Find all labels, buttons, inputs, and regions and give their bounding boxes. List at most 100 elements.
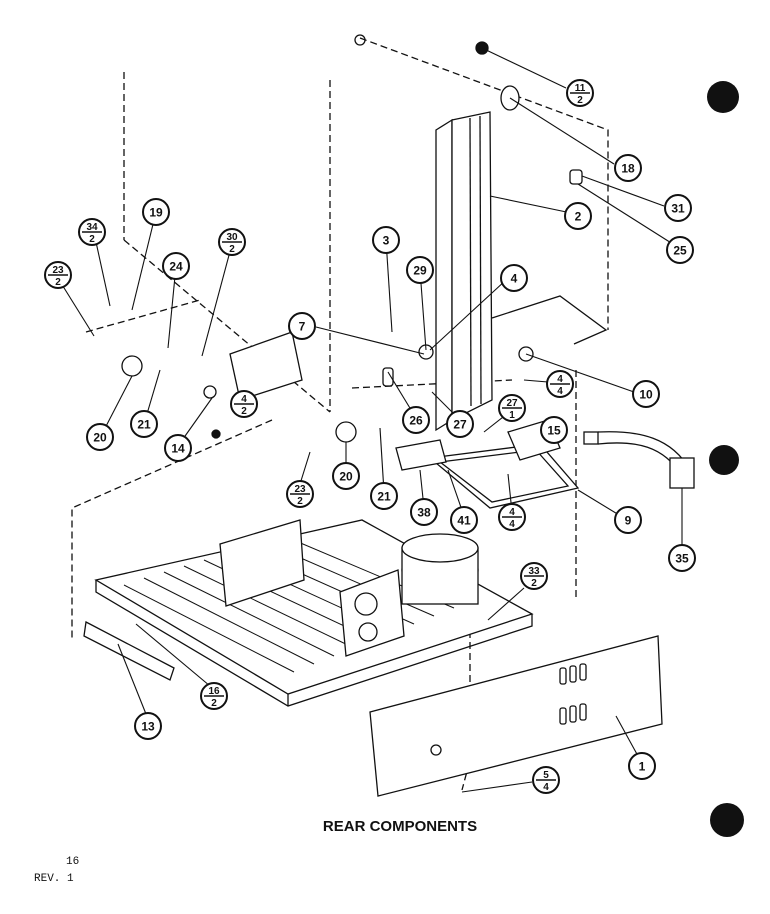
callout-23-2a: 232	[44, 261, 72, 289]
callout-top-number: 4	[557, 374, 563, 385]
callout-circle	[450, 506, 478, 534]
callout-top-number: 34	[86, 222, 98, 233]
diagram-caption: REAR COMPONENTS	[322, 818, 478, 835]
callout-top-number: 5	[543, 770, 549, 781]
callout-4-2: 42	[230, 390, 258, 418]
callout-circle	[632, 380, 660, 408]
callout-34-2: 342	[78, 218, 106, 246]
callout-number: 2	[575, 210, 582, 224]
top-cover-plate	[491, 295, 608, 345]
callout-10: 10	[632, 380, 660, 408]
callout-number: 27	[453, 418, 467, 432]
callout-circle	[614, 154, 642, 182]
page-number: 16	[66, 856, 80, 868]
power-cord	[583, 431, 695, 489]
callout-circle	[410, 498, 438, 526]
callout-number: 35	[675, 552, 689, 566]
callout-4-4a: 44	[546, 370, 574, 398]
callout-2: 2	[564, 202, 592, 230]
callout-20b: 20	[332, 462, 360, 490]
callout-bottom-number: 2	[229, 244, 235, 255]
callout-number: 20	[93, 431, 107, 445]
callout-1: 1	[628, 752, 656, 780]
callout-4: 4	[500, 264, 528, 292]
callout-9: 9	[614, 506, 642, 534]
callout-number: 15	[547, 424, 561, 438]
callout-19: 19	[142, 198, 170, 226]
callout-number: 10	[639, 388, 653, 402]
callout-circle	[372, 226, 400, 254]
callout-circle	[164, 434, 192, 462]
callout-bottom-number: 2	[211, 698, 217, 709]
callout-circle	[500, 264, 528, 292]
callout-number: 31	[671, 202, 685, 216]
callout-circle	[628, 752, 656, 780]
callout-5-4: 54	[532, 766, 560, 794]
callout-top-number: 23	[294, 484, 306, 495]
callout-11-2: 112	[566, 79, 594, 107]
callout-38: 38	[410, 498, 438, 526]
callout-16-2: 162	[200, 682, 228, 710]
callout-bottom-number: 2	[297, 496, 303, 507]
registration-mark-bottom	[710, 803, 744, 837]
callout-14: 14	[164, 434, 192, 462]
callout-27: 27	[446, 410, 474, 438]
callout-circle	[402, 406, 430, 434]
callout-13: 13	[134, 712, 162, 740]
callout-circle	[446, 410, 474, 438]
callout-bottom-number: 2	[531, 578, 537, 589]
callout-circle	[134, 712, 162, 740]
callout-circle	[564, 202, 592, 230]
callout-number: 26	[409, 414, 423, 428]
registration-mark-top	[707, 81, 739, 113]
callout-number: 14	[171, 442, 185, 456]
callout-3: 3	[372, 226, 400, 254]
callout-number: 1	[639, 760, 646, 774]
callout-33-2: 332	[520, 562, 548, 590]
callout-circle	[130, 410, 158, 438]
clip-part	[569, 169, 583, 185]
revision-label: REV. 1	[34, 873, 74, 885]
callout-number: 13	[141, 720, 155, 734]
callout-number: 21	[137, 418, 151, 432]
callout-15: 15	[540, 416, 568, 444]
callout-circle	[332, 462, 360, 490]
callout-circle	[162, 252, 190, 280]
drain-pan	[428, 443, 580, 509]
callout-bottom-number: 4	[509, 519, 515, 530]
callout-top-number: 4	[509, 507, 515, 518]
callout-number: 29	[413, 264, 427, 278]
callout-21b: 21	[370, 482, 398, 510]
callout-23-2b: 232	[286, 480, 314, 508]
callout-number: 24	[169, 260, 183, 274]
callout-27-1: 271	[498, 394, 526, 422]
mounting-bracket	[395, 439, 447, 471]
callout-circle	[666, 236, 694, 264]
callout-35: 35	[668, 544, 696, 572]
callout-number: 20	[339, 470, 353, 484]
callout-number: 4	[511, 272, 518, 286]
callout-bottom-number: 2	[577, 95, 583, 106]
base-tray-assembly	[94, 519, 534, 707]
callout-4-4b: 44	[498, 503, 526, 531]
callout-18: 18	[614, 154, 642, 182]
callout-20a: 20	[86, 423, 114, 451]
callout-top-number: 30	[226, 232, 238, 243]
callout-circle	[288, 312, 316, 340]
callout-circle	[614, 506, 642, 534]
callout-bottom-number: 1	[509, 410, 515, 421]
callout-bottom-number: 2	[89, 234, 95, 245]
callout-7: 7	[288, 312, 316, 340]
callout-circle	[664, 194, 692, 222]
callout-number: 38	[417, 506, 431, 520]
callout-circle	[86, 423, 114, 451]
callout-21a: 21	[130, 410, 158, 438]
callout-circle	[370, 482, 398, 510]
callout-top-number: 23	[52, 265, 64, 276]
callout-25: 25	[666, 236, 694, 264]
callout-41: 41	[450, 506, 478, 534]
rear-channel-bracket	[435, 111, 493, 432]
